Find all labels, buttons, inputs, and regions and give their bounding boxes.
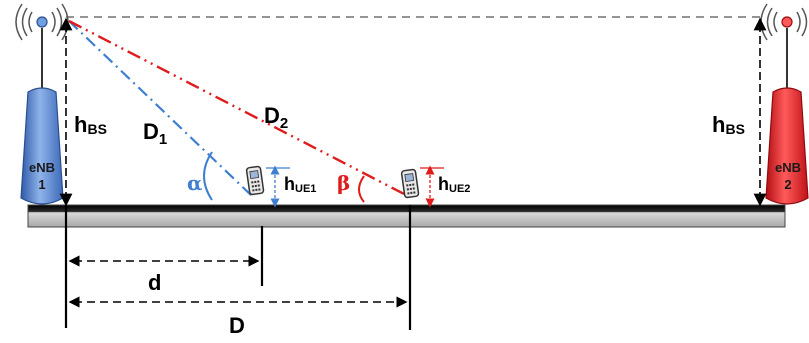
d2-path-line [68,19,409,198]
d1-label: D1 [143,119,167,148]
enb1-label-line1: eNB [29,160,55,175]
d2-label: D2 [264,103,288,132]
d1-path-line [68,20,253,197]
ground [27,204,786,228]
enb1-antenna-tip [36,16,48,28]
hbs-left-label: hBS [74,112,107,137]
hbs-right-label: hBS [712,112,745,137]
ue1-phone-icon [245,165,265,196]
enb2-tower: eNB 2 [760,3,809,205]
D-label: D [229,313,245,338]
d-label: d [148,270,161,295]
ue2-phone-icon [400,168,420,199]
enb1-tower: eNB 1 [15,3,69,205]
enb2-label-line1: eNB [775,160,801,175]
beta-angle-arc [358,175,365,203]
alpha-angle-arc [203,151,213,201]
alpha-label: α [187,171,202,195]
enb2-antenna-tip [781,16,793,28]
hue2-label: hUE2 [438,174,470,195]
beta-label: β [337,171,350,195]
hue1-label: hUE1 [284,174,316,195]
enb2-label-line2: 2 [784,177,791,192]
enb1-label-line2: 1 [38,177,45,192]
